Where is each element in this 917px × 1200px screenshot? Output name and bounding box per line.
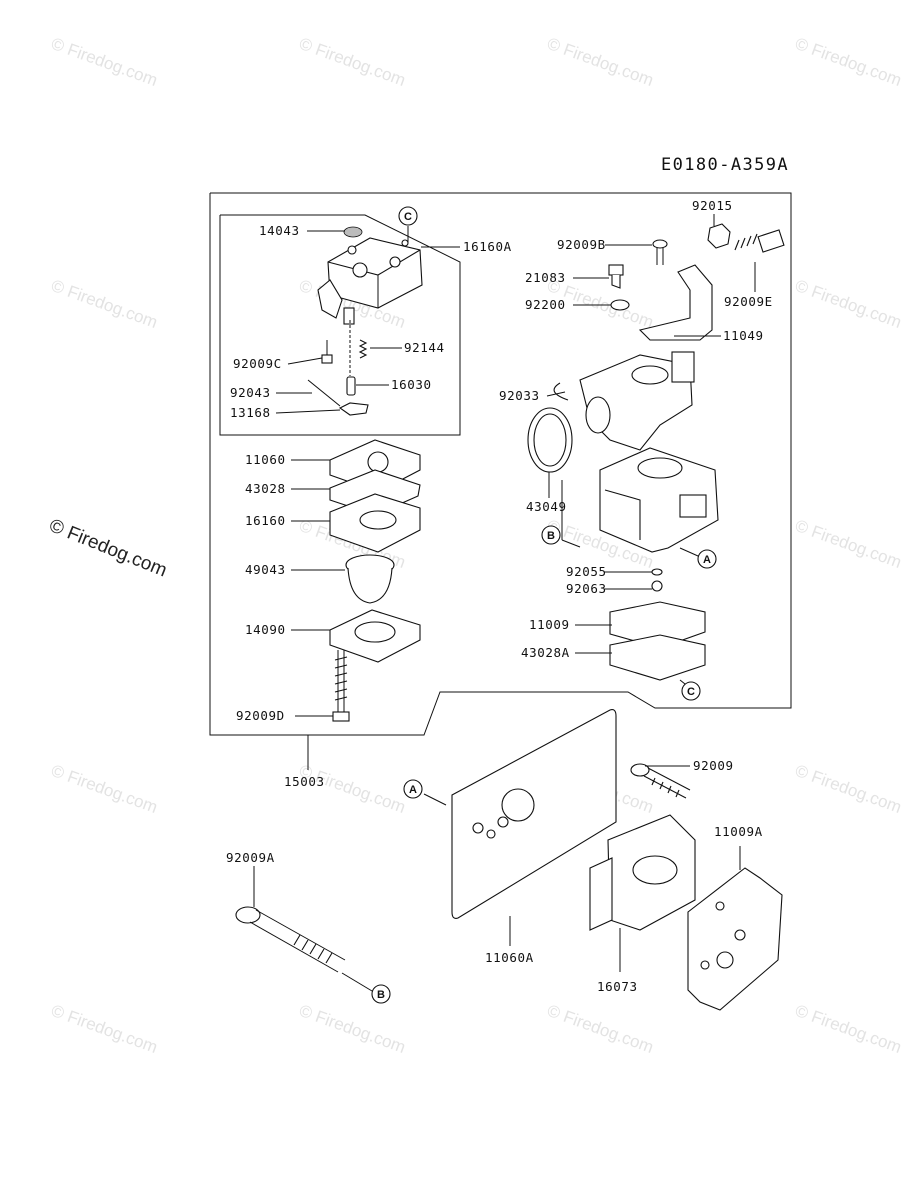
plug-92063 <box>651 580 663 592</box>
oring-92055 <box>651 568 663 576</box>
svg-text:C: C <box>404 211 412 223</box>
part-label-92033: 92033 <box>499 388 540 403</box>
callout-b-right: B <box>541 525 561 545</box>
part-label-11049: 11049 <box>723 328 764 343</box>
callout-a-bottom: A <box>403 779 423 799</box>
watermark: © Firedog.com <box>793 276 904 332</box>
part-label-92144: 92144 <box>404 340 445 355</box>
watermark: © Firedog.com <box>297 1001 408 1057</box>
bolt-92009 <box>630 763 691 799</box>
part-label-11009: 11009 <box>529 617 570 632</box>
washer-92200 <box>610 299 630 311</box>
nut-92015 <box>707 223 731 249</box>
diaphragm-43028A <box>609 634 706 681</box>
gasket-11009 <box>609 601 706 649</box>
pump-cover-16160A <box>317 237 423 325</box>
part-label-92015: 92015 <box>692 198 733 213</box>
gasket-43049 <box>527 407 573 473</box>
part-label-11060A: 11060A <box>485 950 534 965</box>
diagram-code: E0180-A359A <box>661 155 789 175</box>
part-label-43028A: 43028A <box>521 645 570 660</box>
bolt-92009D <box>332 650 350 722</box>
part-label-92055: 92055 <box>566 564 607 579</box>
part-label-92009: 92009 <box>693 758 734 773</box>
watermark: © Firedog.com <box>297 34 408 90</box>
throttle-body <box>579 351 695 451</box>
screw-92009B <box>652 239 668 265</box>
watermark: © Firedog.com <box>49 34 160 90</box>
cover-14090-ring <box>354 621 396 643</box>
svg-text:A: A <box>409 784 417 796</box>
gasket-11060-hole <box>367 451 389 473</box>
lever-13168 <box>338 402 369 416</box>
watermark-main: © Firedog.com <box>46 515 170 581</box>
part-label-15003: 15003 <box>284 774 325 789</box>
clip-92033 <box>553 382 569 401</box>
screw-92009C <box>321 340 333 364</box>
bracket-11049 <box>638 264 713 341</box>
pin-92043 <box>307 379 341 407</box>
gasket-43049-inner <box>533 413 567 467</box>
part-label-21083: 21083 <box>525 270 566 285</box>
callout-b-bottom: B <box>371 984 391 1004</box>
watermark: © Firedog.com <box>793 761 904 817</box>
leader-lines <box>253 214 756 992</box>
part-label-16073: 16073 <box>597 979 638 994</box>
svg-text:B: B <box>377 989 385 1001</box>
watermark: © Firedog.com <box>49 1001 160 1057</box>
part-label-92009D: 92009D <box>236 708 285 723</box>
part-label-11060: 11060 <box>245 452 286 467</box>
part-label-92200: 92200 <box>525 297 566 312</box>
gasket-11009A-holes <box>700 901 746 970</box>
callout-a-right: A <box>697 549 717 569</box>
watermark: © Firedog.com <box>545 1001 656 1057</box>
watermark: © Firedog.com <box>793 1001 904 1057</box>
watermark: © Firedog.com <box>49 276 160 332</box>
assembly-frame-15003 <box>209 192 792 736</box>
watermark: © Firedog.com <box>49 761 160 817</box>
part-label-92009E: 92009E <box>724 294 773 309</box>
part-label-16030: 16030 <box>391 377 432 392</box>
svg-text:A: A <box>703 554 711 566</box>
screw-21083 <box>608 264 624 289</box>
part-label-92009C: 92009C <box>233 356 282 371</box>
part-label-49043: 49043 <box>245 562 286 577</box>
carburetor-body <box>599 447 719 553</box>
cap-14043 <box>343 226 363 238</box>
svg-text:C: C <box>687 686 695 698</box>
part-label-16160: 16160 <box>245 513 286 528</box>
bolt-92009A <box>235 906 346 973</box>
part-label-14090: 14090 <box>245 622 286 637</box>
part-label-43028: 43028 <box>245 481 286 496</box>
part-label-92063: 92063 <box>566 581 607 596</box>
part-label-92009A: 92009A <box>226 850 275 865</box>
svg-text:B: B <box>547 530 555 542</box>
primer-bulb-49043 <box>345 554 395 604</box>
watermark: © Firedog.com <box>545 34 656 90</box>
part-label-92009B: 92009B <box>557 237 606 252</box>
intake-pipe-16073 <box>589 814 696 931</box>
callout-c-bottom: C <box>681 681 701 701</box>
part-label-13168: 13168 <box>230 405 271 420</box>
callout-c-top: C <box>398 206 418 226</box>
screw-92009E <box>734 229 785 253</box>
watermark: © Firedog.com <box>793 34 904 90</box>
gasket-11009A <box>687 867 783 1011</box>
spring-92144 <box>358 339 368 359</box>
needle-16030 <box>346 376 356 396</box>
watermark: © Firedog.com <box>793 516 904 572</box>
pump-body-16160-chamber <box>359 510 397 530</box>
insulator-plate-11060A-ring <box>472 788 535 839</box>
part-label-11009A: 11009A <box>714 824 763 839</box>
subassembly-frame-16160A <box>219 214 461 436</box>
part-label-43049: 43049 <box>526 499 567 514</box>
part-label-14043: 14043 <box>259 223 300 238</box>
part-label-16160A: 16160A <box>463 239 512 254</box>
part-label-92043: 92043 <box>230 385 271 400</box>
insulator-plate-11060A <box>451 709 617 919</box>
